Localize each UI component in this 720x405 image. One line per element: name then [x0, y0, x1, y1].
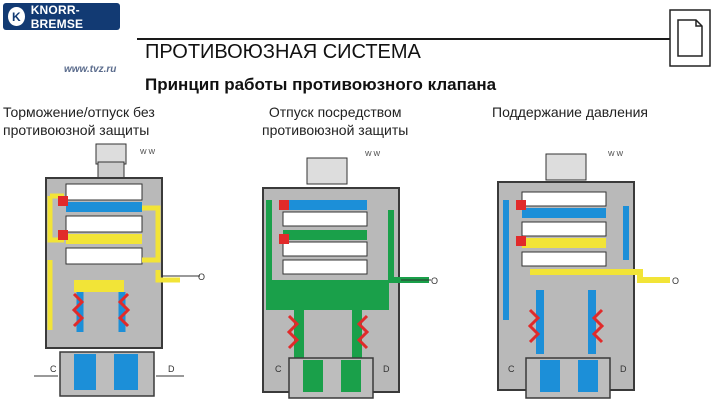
- svg-text:C: C: [50, 364, 57, 374]
- svg-text:O: O: [431, 276, 438, 286]
- svg-text:W W: W W: [608, 151, 624, 158]
- svg-text:D: D: [168, 364, 175, 374]
- svg-text:D: D: [383, 364, 390, 374]
- title-rule: [137, 38, 674, 66]
- valve-diagram-3: W W O C D: [497, 151, 679, 399]
- caption-panel-3: Поддержание давления: [492, 104, 648, 120]
- valve-diagram-1: W W O C D: [34, 143, 205, 397]
- caption-panel-2: Отпуск посредством противоюзной защиты: [262, 104, 409, 138]
- svg-text:W W: W W: [140, 149, 156, 156]
- page-title: ПРОТИВОЮЗНАЯ СИСТЕМА: [145, 41, 421, 63]
- diagram-subtitle: Принцип работы противоюзного клапана: [145, 75, 497, 94]
- caption-panel-1: Торможение/отпуск без противоюзной защит…: [3, 104, 155, 138]
- website-label: www.tvz.ru: [64, 64, 117, 75]
- svg-text:O: O: [672, 276, 679, 286]
- valve-diagram-2: W W O C D: [262, 151, 438, 399]
- knorr-bremse-logo: K KNORR-BREMSE: [3, 2, 120, 31]
- document-icon[interactable]: [668, 8, 712, 68]
- svg-text:C: C: [275, 364, 282, 374]
- port-o-label: O: [198, 272, 205, 282]
- logo-mark: K: [8, 7, 25, 26]
- svg-text:D: D: [620, 364, 627, 374]
- svg-text:C: C: [508, 364, 515, 374]
- brand-name: KNORR-BREMSE: [30, 2, 84, 31]
- svg-text:W W: W W: [365, 151, 381, 158]
